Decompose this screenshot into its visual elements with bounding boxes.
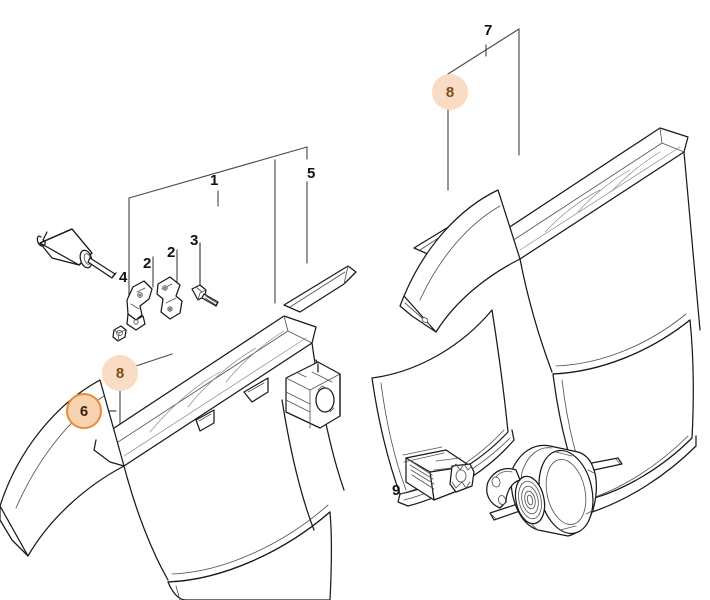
- center-right-panel-drawing: [371, 309, 515, 507]
- highlight-bubble-8-top[interactable]: 8: [432, 74, 468, 110]
- upper-cowl-cover-drawing: [399, 127, 701, 513]
- cowl-grille-panel-drawing: [0, 315, 345, 600]
- hex-head-screw-drawing: [191, 284, 219, 307]
- callout-5: 5: [307, 165, 316, 182]
- callout-4: 4: [119, 269, 128, 286]
- center-bracket-housing-drawing: [285, 361, 341, 429]
- callout-2a: 2: [143, 255, 152, 272]
- blower-wheel-drawing: [402, 446, 475, 501]
- sealing-strip-5-drawing: [283, 265, 357, 313]
- nut-drawing: [112, 325, 127, 342]
- callout-2b: 2: [167, 244, 176, 261]
- retaining-clip-left-drawing: [126, 280, 153, 331]
- callout-7: 7: [484, 22, 493, 39]
- spring-pin-tool-drawing: [36, 228, 117, 279]
- highlight-bubble-6[interactable]: 6: [66, 393, 102, 429]
- highlight-bubble-8-bottom[interactable]: 8: [102, 355, 138, 391]
- callout-1: 1: [210, 172, 219, 189]
- retaining-clip-right-drawing: [156, 276, 183, 320]
- callout-9: 9: [392, 482, 401, 499]
- callout-3: 3: [190, 232, 199, 249]
- blower-motor-drawing: [486, 444, 623, 537]
